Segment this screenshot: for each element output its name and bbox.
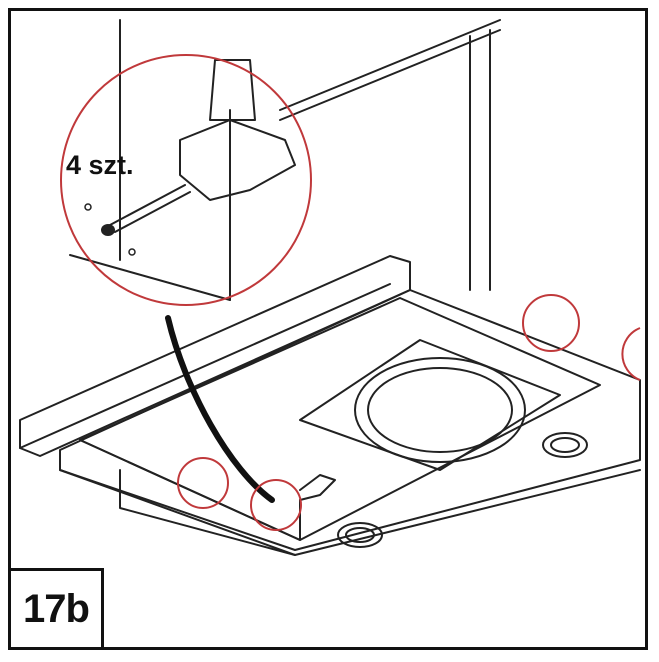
screw-location-circle-4 bbox=[621, 327, 641, 381]
magnifier-callout-circle bbox=[60, 54, 312, 306]
panel-edge-zoom bbox=[69, 254, 231, 301]
screw-icon bbox=[101, 224, 115, 236]
cabinet-top-rail bbox=[279, 19, 501, 111]
fan-ring-outer bbox=[354, 357, 526, 463]
quantity-callout: 4 szt. bbox=[66, 150, 134, 180]
step-number-box: 17b bbox=[8, 568, 104, 650]
hood-lower-edge bbox=[119, 469, 641, 556]
lamp-left bbox=[337, 522, 383, 548]
screwdriver-handle bbox=[209, 59, 256, 121]
screw-location-circle-1 bbox=[177, 457, 229, 509]
fan-ring-inner bbox=[367, 367, 513, 453]
filter-plate bbox=[299, 339, 561, 471]
mounting-rail-edge bbox=[19, 283, 391, 449]
cabinet-top-edge bbox=[279, 29, 501, 121]
screw-location-circle-3 bbox=[522, 294, 580, 352]
mounting-rail bbox=[19, 255, 411, 457]
callout-leader bbox=[165, 315, 275, 503]
step-number: 17b bbox=[23, 586, 90, 631]
hood-front-line bbox=[59, 469, 296, 556]
screwdriver-shaft-2 bbox=[114, 191, 191, 233]
lamp-right-inner bbox=[550, 437, 580, 453]
hole-marker-1 bbox=[84, 203, 92, 211]
hole-marker-2 bbox=[128, 248, 136, 256]
lamp-right bbox=[542, 432, 588, 458]
screwdriver-grip bbox=[179, 119, 296, 201]
latch bbox=[299, 474, 336, 501]
screwdriver-shaft bbox=[109, 184, 186, 226]
hood-body bbox=[59, 289, 641, 551]
screw-location-circle-2 bbox=[250, 479, 302, 531]
